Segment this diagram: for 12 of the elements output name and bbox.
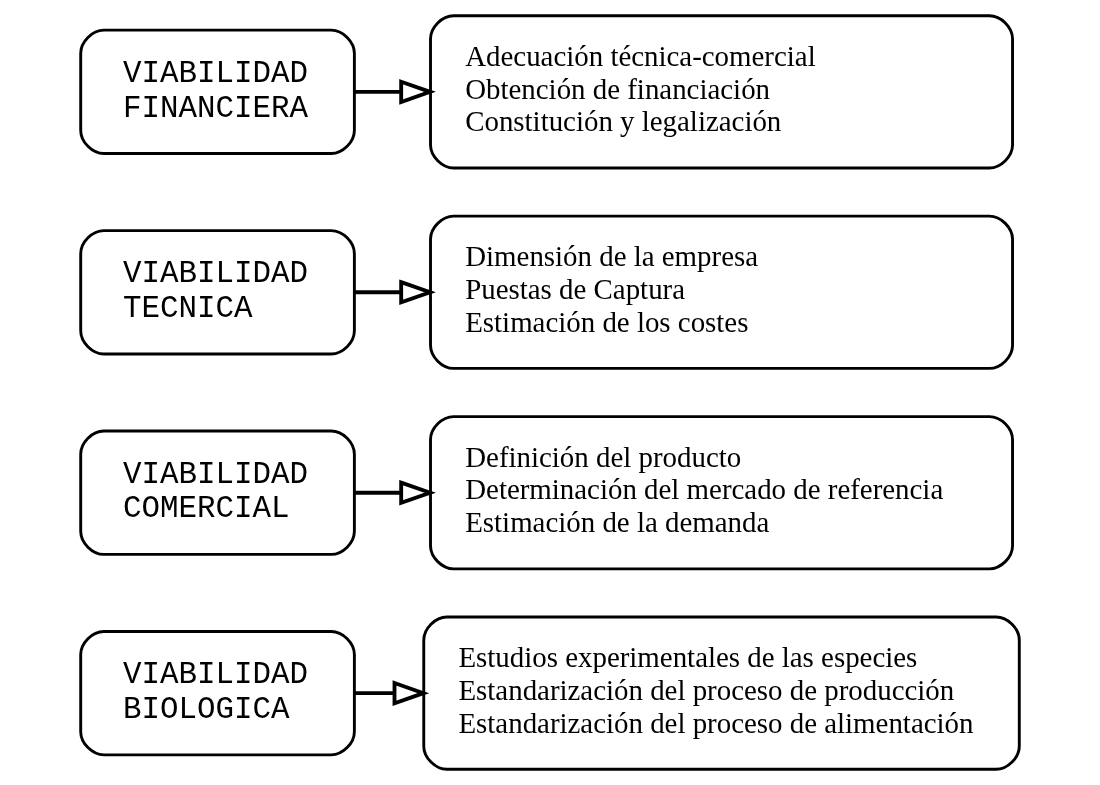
node-box: Estudios experimentales de las especies Estandarización del proceso de producción Estandarización del proceso de alimentación [422,615,1021,771]
node-box: Adecuación técnica-comercial Obtención de financiación Constitución y legalización [429,14,1014,170]
node-box: VIABILIDAD FINANCIERA [79,28,356,155]
arrow [354,279,436,306]
node-box: VIABILIDAD BIOLOGICA [79,630,356,757]
node-box: Definición del producto Determinación del mercado de referencia Estimación de la demanda [429,415,1014,571]
arrow [354,680,430,706]
arrow [354,79,436,105]
node-box: VIABILIDAD COMERCIAL [79,429,356,556]
arrow [354,479,436,506]
node-box: Dimensión de la empresa Puestas de Captura Estimación de los costes [429,214,1014,370]
node-box: VIABILIDAD TECNICA [79,229,356,356]
